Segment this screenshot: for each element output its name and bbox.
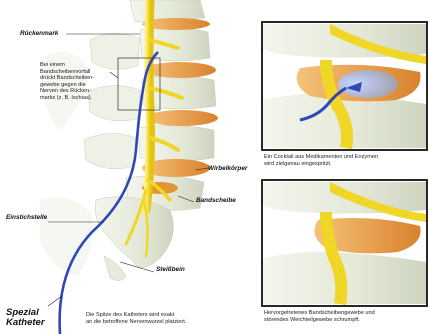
note-katheter-spitze: Die Spitze des Katheters wird exakt an d… xyxy=(86,312,256,325)
note-cocktail: Ein Cocktail aus Medikamenten und Enzyme… xyxy=(264,154,428,167)
label-wirbelkoerper: Wirbelkörper xyxy=(208,165,247,172)
label-rueckenmark: Rückenmark xyxy=(20,30,58,37)
note-line: drückt Bandscheiben- xyxy=(40,75,120,82)
label-bandscheibe: Bandscheibe xyxy=(196,197,236,204)
note-line: Bandscheibenvorfall xyxy=(40,69,120,76)
note-line: Hervorgetretenes Bandscheibengewebe und xyxy=(264,310,428,317)
label-spezial-katheter: Spezial Katheter xyxy=(6,308,45,328)
label-einstichstelle: Einstichstelle xyxy=(6,214,47,221)
label-steissbein: Steißbein xyxy=(156,266,185,273)
detail-panel-bottom xyxy=(262,180,427,306)
note-line: störendes Weichteilgewebe schrumpft. xyxy=(264,317,428,324)
detail-panel-top xyxy=(262,22,427,150)
note-line: Ein Cocktail aus Medikamenten und Enzyme… xyxy=(264,154,428,161)
label-katheter: Katheter xyxy=(6,318,45,328)
note-line: gewebe gegen die xyxy=(40,82,120,89)
note-bandscheibenvorfall: Bei einem Bandscheibenvorfall drückt Ban… xyxy=(40,62,120,102)
note-schrumpft: Hervorgetretenes Bandscheibengewebe und … xyxy=(264,310,428,323)
note-line: Die Spitze des Katheters wird exakt xyxy=(86,312,256,319)
note-line: wird zielgenau eingespritzt. xyxy=(264,161,428,168)
note-line: an die betroffene Nervenwurzel platziert… xyxy=(86,319,256,326)
note-line: Bei einem xyxy=(40,62,120,69)
note-line: marks (z. B. Ischias). xyxy=(40,95,120,102)
note-line: Nerven des Rücken- xyxy=(40,88,120,95)
